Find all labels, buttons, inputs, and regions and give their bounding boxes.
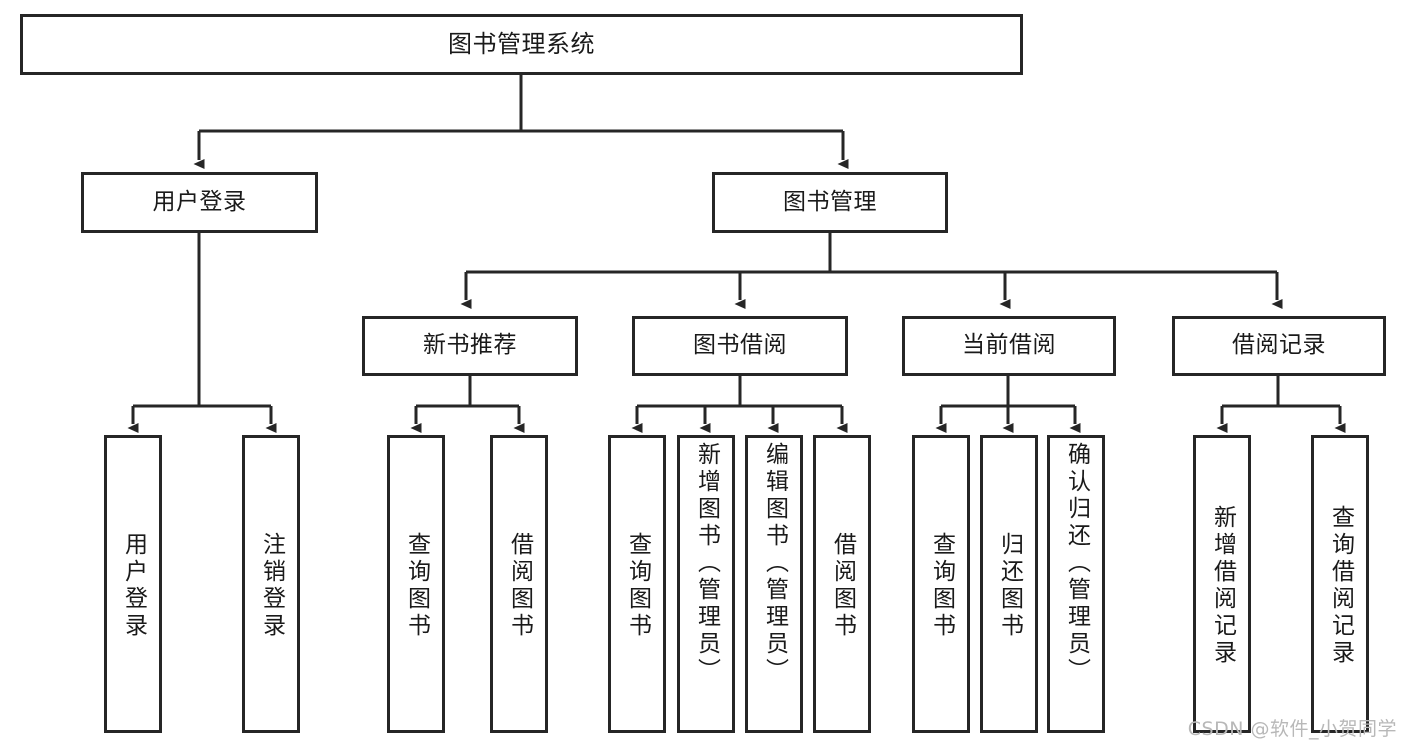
node-label: 归还图书 [996,532,1023,640]
leaf-borrow-books-borrowing[interactable]: 借阅图书 [813,435,871,733]
node-borrowing-records[interactable]: 借阅记录 [1172,316,1386,376]
node-new-book-recommendation[interactable]: 新书推荐 [362,316,578,376]
node-book-borrowing[interactable]: 图书借阅 [632,316,848,376]
leaf-return-books[interactable]: 归还图书 [980,435,1038,733]
node-current-borrowings[interactable]: 当前借阅 [902,316,1116,376]
leaf-query-books-recommend[interactable]: 查询图书 [387,435,445,733]
node-label: 图书管理 [783,188,877,215]
node-label: 查询图书 [624,532,651,640]
leaf-logout[interactable]: 注销登录 [242,435,300,733]
node-label: 图书管理系统 [448,30,595,59]
node-label: 确认归还（管理员） [1063,442,1090,685]
leaf-edit-book-admin[interactable]: 编辑图书（管理员） [745,435,803,733]
node-label: 用户登录 [152,188,247,215]
node-user-login[interactable]: 用户登录 [81,172,318,233]
node-label: 新增借阅记录 [1209,505,1236,667]
leaf-query-books-borrowing[interactable]: 查询图书 [608,435,666,733]
leaf-confirm-return-admin[interactable]: 确认归还（管理员） [1047,435,1105,733]
leaf-borrow-books-recommend[interactable]: 借阅图书 [490,435,548,733]
node-label: 注销登录 [258,532,285,640]
node-label: 借阅图书 [506,532,533,640]
leaf-user-login[interactable]: 用户登录 [104,435,162,733]
leaf-query-borrowing-record[interactable]: 查询借阅记录 [1311,435,1369,733]
leaf-add-book-admin[interactable]: 新增图书（管理员） [677,435,735,733]
leaf-add-borrowing-record[interactable]: 新增借阅记录 [1193,435,1251,733]
csdn-watermark: CSDN @软件_小贺同学 [1187,718,1397,740]
node-book-management[interactable]: 图书管理 [712,172,948,233]
node-label: 借阅图书 [829,532,856,640]
leaf-query-books-current[interactable]: 查询图书 [912,435,970,733]
node-label: 图书借阅 [693,332,787,359]
node-label: 编辑图书（管理员） [761,442,788,685]
node-root-book-management-system[interactable]: 图书管理系统 [20,14,1023,75]
node-label: 查询图书 [928,532,955,640]
node-label: 新书推荐 [423,332,517,359]
node-label: 查询图书 [403,532,430,640]
node-label: 借阅记录 [1232,332,1326,359]
node-label: 查询借阅记录 [1327,505,1354,667]
node-label: 用户登录 [120,532,147,640]
node-label: 当前借阅 [962,332,1056,359]
node-label: 新增图书（管理员） [693,442,720,685]
